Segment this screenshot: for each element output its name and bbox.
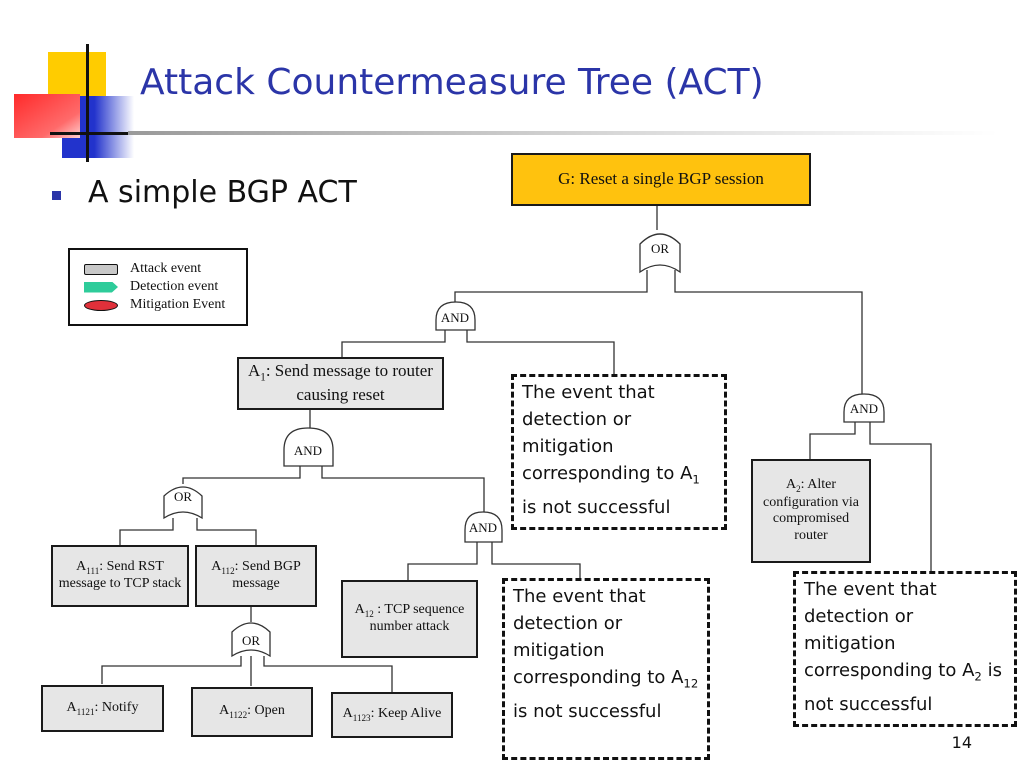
edge-or-a112 <box>196 518 257 545</box>
legend-item-detection: Detection event <box>84 279 218 295</box>
attack-node-label: A1123: Keep Alive <box>342 706 442 723</box>
edge-a1and-and <box>321 466 485 516</box>
edge-or-g1 <box>454 270 648 308</box>
attack-node-label: A12 : TCP sequence number attack <box>354 601 465 635</box>
attack-node-a1121: A1121: Notify <box>41 685 164 732</box>
edge-or-a111 <box>119 518 174 545</box>
gate-and-a1 <box>283 427 334 467</box>
attack-node-label: A1: Send message to router causing reset <box>248 361 433 405</box>
logo-vertical-line <box>86 44 89 162</box>
detection-event-icon <box>84 281 118 293</box>
bullet-text: A simple BGP ACT <box>88 175 357 210</box>
legend-label: Mitigation Event <box>130 297 226 312</box>
legend-label: Attack event <box>130 261 202 276</box>
edge-g1-c1 <box>466 328 615 374</box>
gate-and-g1-label: AND <box>441 310 469 325</box>
edge-or-g2 <box>674 270 863 398</box>
logo-horizontal-line <box>50 132 132 135</box>
logo-red-square <box>14 94 80 138</box>
goal-label: G: Reset a single BGP session <box>558 169 764 189</box>
goal-node: G: Reset a single BGP session <box>511 153 811 206</box>
title-divider <box>128 131 998 135</box>
attack-node-a1: A1: Send message to router causing reset <box>237 357 444 410</box>
legend: Attack event Detection event Mitigation … <box>68 248 248 326</box>
edge-g1-a1 <box>341 328 446 358</box>
countermeasure-text: The event that detection or mitigation c… <box>804 579 1002 715</box>
countermeasure-box-a12: The event that detection or mitigation c… <box>502 578 710 760</box>
slide-title: Attack Countermeasure Tree (ACT) <box>140 62 764 103</box>
mitigation-event-icon <box>84 299 118 311</box>
page-number: 14 <box>951 733 972 752</box>
edge-a1and-or <box>182 466 301 484</box>
attack-node-a12: A12 : TCP sequence number attack <box>341 580 478 658</box>
title-logo <box>0 40 140 170</box>
attack-event-icon <box>84 263 118 275</box>
edge-or-a1121 <box>101 656 242 684</box>
attack-node-a112: A112: Send BGP message <box>195 545 317 607</box>
bullet-marker <box>52 191 61 200</box>
attack-node-label: A1122: Open <box>219 703 285 720</box>
legend-item-mitigation: Mitigation Event <box>84 297 225 313</box>
gate-and-a1-right-label: AND <box>469 520 497 535</box>
gate-or-a1 <box>163 486 203 520</box>
edge-and-c12 <box>491 540 581 578</box>
gate-or-root-label: OR <box>651 241 669 256</box>
gate-and-g2-label: AND <box>850 401 878 416</box>
gate-or-a1-label: OR <box>174 489 192 504</box>
gate-or-a112-label: OR <box>242 633 260 648</box>
legend-item-attack: Attack event <box>84 261 201 277</box>
gate-and-g2 <box>843 393 885 423</box>
attack-node-label: A112: Send BGP message <box>211 558 301 592</box>
countermeasure-box-a2: The event that detection or mitigation c… <box>793 571 1017 727</box>
edge-g2-a2 <box>809 420 856 460</box>
gate-and-a1-label: AND <box>294 443 322 458</box>
attack-node-a1122: A1122: Open <box>191 687 313 737</box>
edge-or-a1123 <box>263 656 393 692</box>
attack-node-label: A1121: Notify <box>66 699 139 717</box>
gate-or-root <box>639 233 681 274</box>
gate-and-g1 <box>435 301 476 331</box>
gate-or-a112 <box>231 622 271 658</box>
legend-label: Detection event <box>130 279 219 294</box>
countermeasure-text: The event that detection or mitigation c… <box>522 382 700 518</box>
gate-and-a1-right <box>464 511 503 543</box>
attack-node-a2: A2: Alter configuration via compromised … <box>751 459 871 563</box>
countermeasure-text: The event that detection or mitigation c… <box>513 586 699 722</box>
countermeasure-box-a1: The event that detection or mitigation c… <box>511 374 727 530</box>
edge-g2-c2 <box>869 420 932 571</box>
edge-and-a12 <box>407 540 478 580</box>
attack-node-a1123: A1123: Keep Alive <box>331 692 453 738</box>
attack-node-label: A111: Send RST message to TCP stack <box>58 558 182 592</box>
attack-node-label: A2: Alter configuration via compromised … <box>762 476 860 544</box>
attack-node-a111: A111: Send RST message to TCP stack <box>51 545 189 607</box>
